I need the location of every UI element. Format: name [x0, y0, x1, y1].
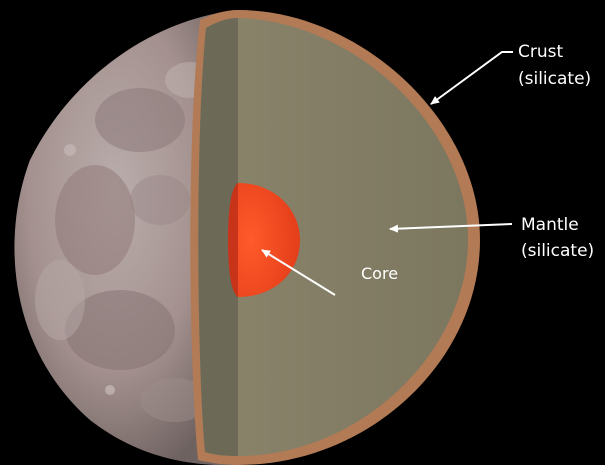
- arrows: [261, 51, 513, 296]
- mantle-shadow: [198, 18, 238, 456]
- crust-arrow: [430, 51, 513, 105]
- crust-label-line2: (silicate): [518, 69, 591, 89]
- core-shadow: [228, 183, 238, 297]
- core-arrow: [261, 249, 336, 296]
- mantle-label-line2: (silicate): [521, 241, 594, 261]
- surface-maria: [35, 62, 215, 422]
- mantle-arrow: [389, 223, 513, 233]
- crust-label-line1: Crust: [518, 42, 563, 62]
- moon-surface: [14, 10, 238, 465]
- core-label: Core: [361, 264, 398, 283]
- mantle-layer: [198, 18, 468, 456]
- core-layer: [238, 183, 300, 297]
- mantle-label-line1: Mantle: [521, 215, 579, 235]
